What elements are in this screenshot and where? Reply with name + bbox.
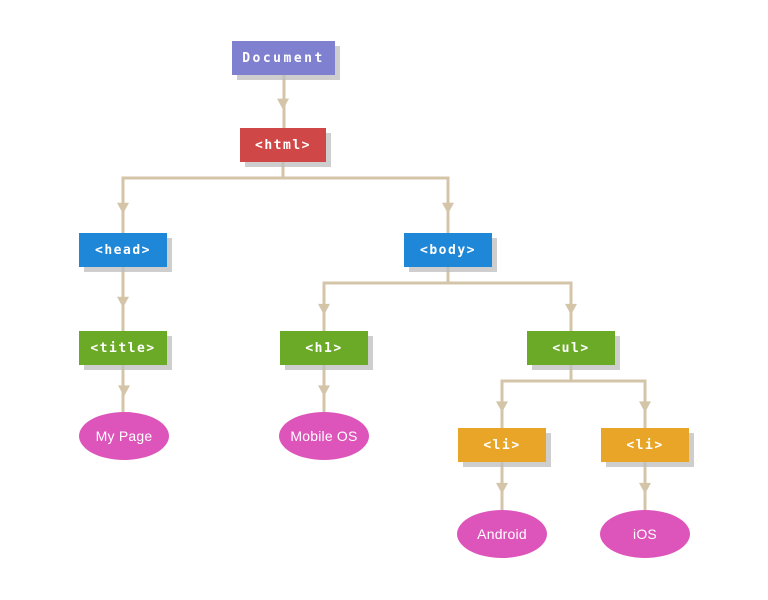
node-mobileos[interactable]: Mobile OS [279,412,369,460]
node-ios[interactable]: iOS [600,510,690,558]
arrowhead-ul-to-li1 [496,401,508,413]
node-body[interactable]: <body> [404,233,492,267]
node-android[interactable]: Android [457,510,547,558]
node-label-title: <title> [90,340,156,356]
node-h1[interactable]: <h1> [280,331,368,365]
node-li1[interactable]: <li> [458,428,546,462]
arrowhead-li1-to-android [496,482,508,494]
arrowhead-body-to-h1 [318,303,330,315]
edge-ul-to-li1 [500,365,573,428]
node-ul[interactable]: <ul> [527,331,615,365]
node-head[interactable]: <head> [79,233,167,267]
node-title[interactable]: <title> [79,331,167,365]
node-li2[interactable]: <li> [601,428,689,462]
arrowhead-html-to-head [117,202,129,214]
arrowhead-document-to-html [277,98,289,110]
node-label-body: <body> [420,242,476,258]
node-label-ul: <ul> [552,340,590,356]
node-label-document: Document [242,50,325,66]
node-label-html: <html> [255,137,311,153]
arrowhead-head-to-title [117,296,129,308]
node-label-mypage: My Page [95,428,153,444]
node-label-android: Android [477,526,527,542]
node-label-h1: <h1> [305,340,343,356]
arrowhead-html-to-body [442,202,454,214]
node-label-li2: <li> [626,437,664,453]
node-mypage[interactable]: My Page [79,412,169,460]
node-label-ios: iOS [633,526,657,542]
arrowhead-title-to-mypage [118,385,130,397]
node-label-li1: <li> [483,437,521,453]
edge-body-to-ul [446,267,573,331]
node-document[interactable]: Document [232,41,335,75]
edge-ul-to-li2 [569,365,647,428]
node-html[interactable]: <html> [240,128,326,162]
arrowhead-li2-to-ios [639,482,651,494]
edge-html-to-body [281,162,450,233]
node-label-head: <head> [95,242,151,258]
arrowhead-body-to-ul [565,303,577,315]
edge-html-to-head [121,162,285,233]
edge-body-to-h1 [322,267,450,331]
node-label-mobileos: Mobile OS [290,428,358,444]
arrowhead-ul-to-li2 [639,401,651,413]
arrowhead-h1-to-mobileos [318,385,330,397]
